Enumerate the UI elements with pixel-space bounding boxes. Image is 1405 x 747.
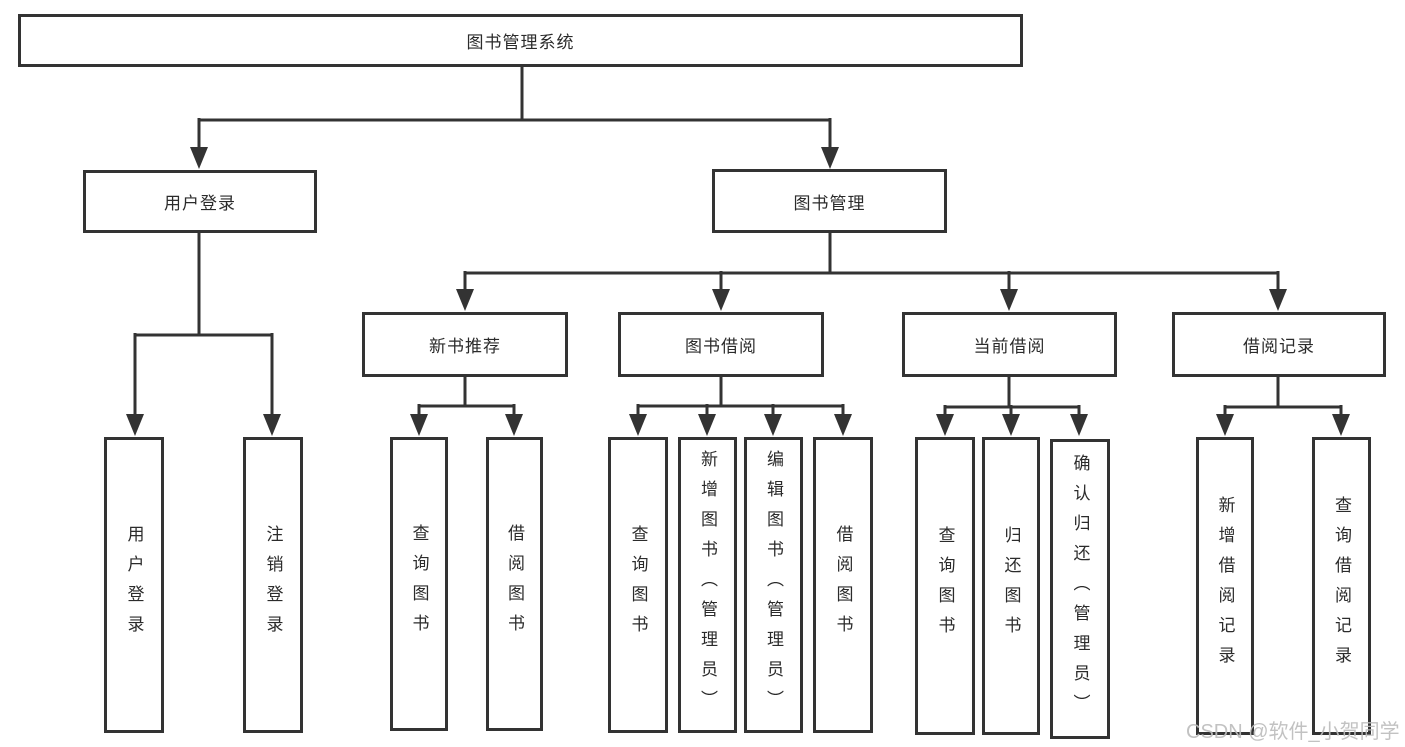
node-label: 归还图书 — [1001, 526, 1021, 646]
arrowhead — [1000, 289, 1018, 311]
arrowhead — [410, 414, 428, 436]
node-leaf-cb-return-books: 归还图书 — [982, 437, 1040, 735]
arrowhead — [1269, 289, 1287, 311]
node-label: 查询借阅记录 — [1332, 496, 1351, 676]
node-leaf-br-query-record: 查询借阅记录 — [1312, 437, 1371, 735]
connector-book-mgmt-to-level3 — [463, 232, 1280, 295]
node-leaf-bb-query-books: 查询图书 — [608, 437, 668, 733]
csdn-watermark: CSDN @软件_小贺同学 — [1186, 721, 1400, 743]
node-book-mgmt: 图书管理 — [712, 169, 947, 233]
node-label: 当前借阅 — [973, 337, 1046, 356]
arrowhead — [629, 414, 647, 436]
arrowhead — [936, 414, 954, 436]
connector-user-login-to-leaves — [133, 232, 274, 420]
arrowhead — [764, 414, 782, 436]
connector-root-to-level2 — [197, 67, 832, 152]
node-label: 查询图书 — [935, 526, 955, 646]
node-label: 注销登录 — [263, 525, 283, 645]
connector-borrowing-records-to-leaves — [1223, 376, 1343, 420]
node-label: 图书管理系统 — [466, 33, 575, 52]
arrowhead — [1216, 414, 1234, 436]
connector-current-borrowing-to-leaves — [943, 376, 1081, 420]
node-leaf-nb-query-books: 查询图书 — [390, 437, 448, 731]
arrowhead — [698, 414, 716, 436]
node-borrowing-records: 借阅记录 — [1172, 312, 1386, 377]
node-label: 图书管理 — [793, 193, 866, 213]
node-leaf-user-login: 用户登录 — [104, 437, 164, 733]
node-leaf-nb-borrow-books: 借阅图书 — [486, 437, 543, 731]
connector-new-book-rec-to-leaves — [417, 376, 516, 420]
node-leaf-cb-query-books: 查询图书 — [915, 437, 975, 735]
node-label: 编辑图书（管理员） — [764, 450, 783, 720]
node-label: 确认归还（管理员） — [1070, 454, 1090, 724]
node-leaf-logout: 注销登录 — [243, 437, 303, 733]
node-label: 查询图书 — [628, 525, 648, 645]
node-leaf-cb-confirm-return-admin: 确认归还（管理员） — [1050, 439, 1110, 739]
node-label: 借阅图书 — [833, 525, 853, 645]
arrowhead — [505, 414, 523, 436]
node-label: 图书借阅 — [685, 337, 757, 356]
node-leaf-br-add-record: 新增借阅记录 — [1196, 437, 1254, 735]
connector-book-borrowing-to-leaves — [636, 376, 845, 420]
arrowhead — [1070, 414, 1088, 436]
node-book-borrowing: 图书借阅 — [618, 312, 824, 377]
node-label: 用户登录 — [124, 525, 144, 645]
node-label: 查询图书 — [409, 524, 429, 644]
node-root: 图书管理系统 — [18, 14, 1023, 67]
node-current-borrowing: 当前借阅 — [902, 312, 1117, 377]
node-label: 用户登录 — [164, 194, 236, 213]
node-leaf-bb-borrow-books: 借阅图书 — [813, 437, 873, 733]
arrowhead — [1002, 414, 1020, 436]
arrowhead — [263, 414, 281, 436]
arrowhead — [190, 147, 208, 169]
arrowhead — [834, 414, 852, 436]
node-label: 新增借阅记录 — [1215, 496, 1235, 676]
arrowhead — [456, 289, 474, 311]
arrowhead — [126, 414, 144, 436]
arrowhead — [821, 147, 839, 169]
arrowhead — [712, 289, 730, 311]
node-label: 新书推荐 — [429, 337, 501, 356]
node-label: 新增图书（管理员） — [698, 450, 717, 720]
arrowhead — [1332, 414, 1350, 436]
node-new-book-rec: 新书推荐 — [362, 312, 568, 377]
node-user-login: 用户登录 — [83, 170, 317, 233]
node-label: 借阅记录 — [1243, 337, 1315, 356]
node-label: 借阅图书 — [505, 524, 524, 644]
node-leaf-bb-edit-books-admin: 编辑图书（管理员） — [744, 437, 803, 733]
node-leaf-bb-add-books-admin: 新增图书（管理员） — [678, 437, 737, 733]
